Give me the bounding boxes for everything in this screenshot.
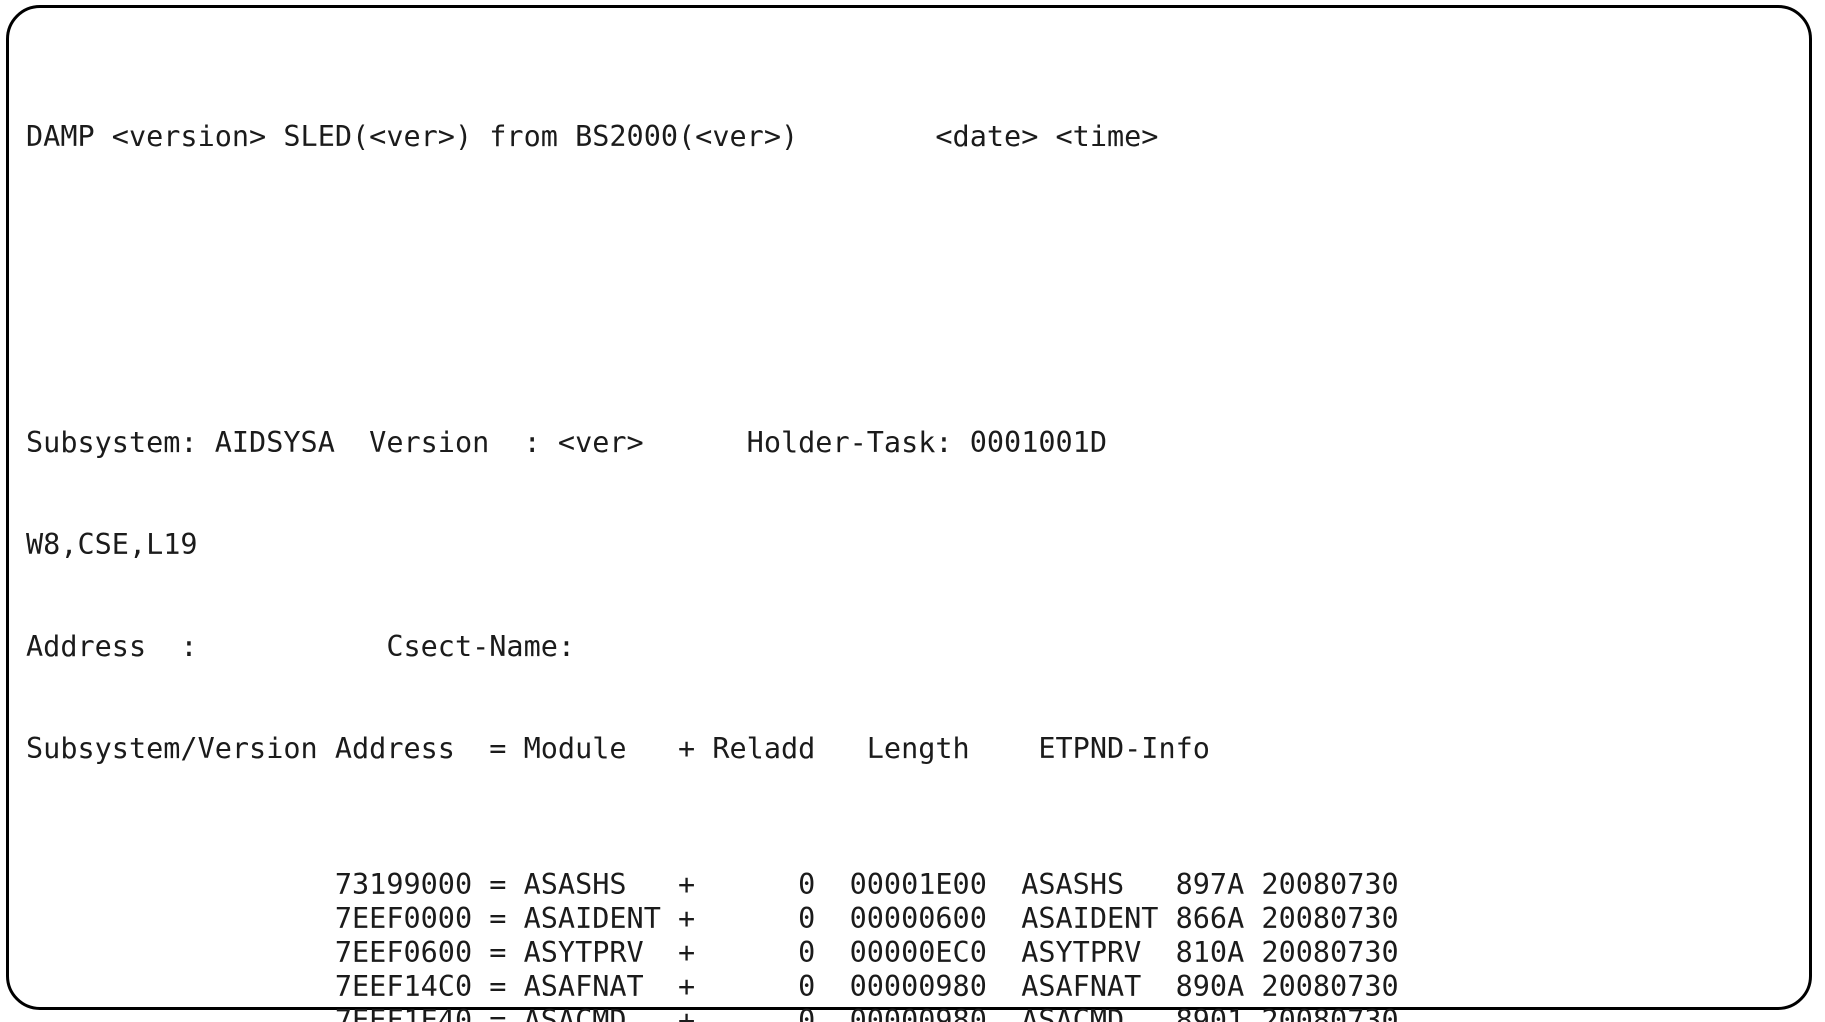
subsystem-info-line: Subsystem: AIDSYSA Version : <ver> Holde… (26, 426, 1107, 459)
table-header-row: Subsystem/Version Address = Module + Rel… (26, 732, 1210, 765)
table-row[interactable]: 7EEF0600 = ASYTPRV + 0 00000EC0 ASYTPRV … (26, 936, 1399, 969)
table-row[interactable]: 7EEF1E40 = ASACMD + 0 00000980 ASACMD 89… (26, 1004, 1399, 1022)
blank-line-2 (26, 324, 1796, 358)
address-csect-label-line: Address : Csect-Name: (26, 630, 576, 663)
terminal-text-area: DAMP <version> SLED(<ver>) from BS2000(<… (26, 18, 1796, 1022)
module-table-body: 73199000 = ASASHS + 0 00001E00 ASASHS 89… (26, 868, 1796, 1022)
blank-line-1 (26, 222, 1796, 256)
table-row[interactable]: 73199000 = ASASHS + 0 00001E00 ASASHS 89… (26, 868, 1399, 901)
table-row[interactable]: 7EEF0000 = ASAIDENT + 0 00000600 ASAIDEN… (26, 902, 1399, 935)
table-row[interactable]: 7EEF14C0 = ASAFNAT + 0 00000980 ASAFNAT … (26, 970, 1399, 1003)
terminal-bezel (6, 5, 1812, 1010)
title-line: DAMP <version> SLED(<ver>) from BS2000(<… (26, 120, 1159, 153)
subsystem-flags-line: W8,CSE,L19 (26, 528, 198, 561)
